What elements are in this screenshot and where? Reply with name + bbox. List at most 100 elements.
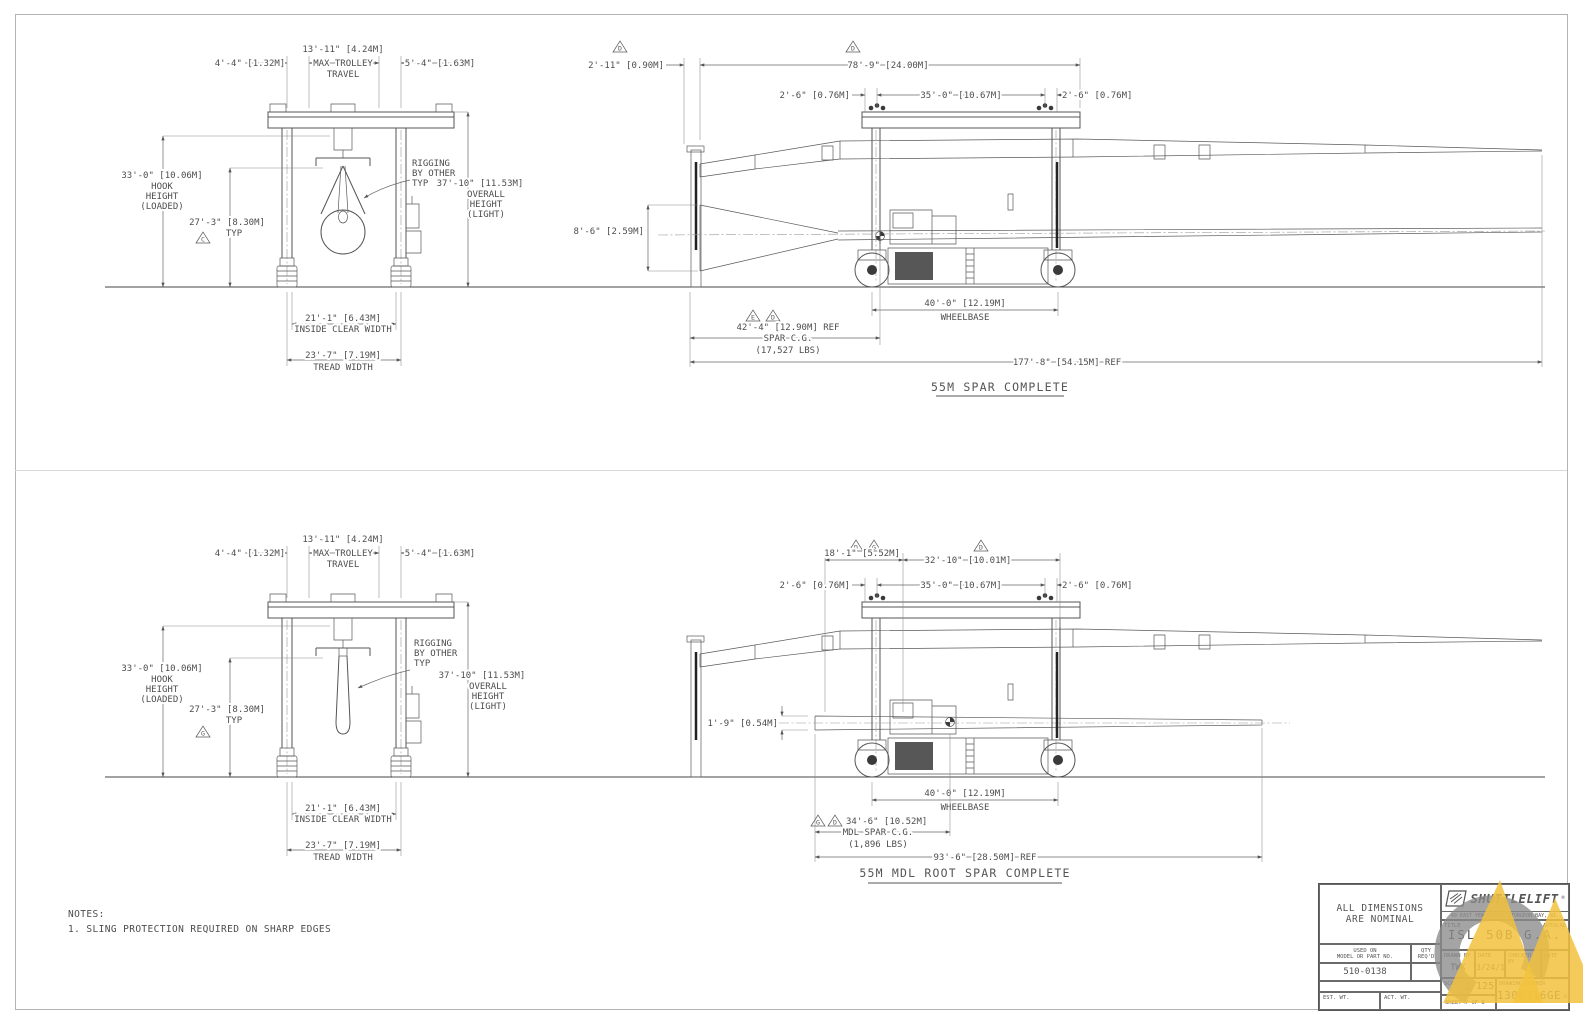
dim-label: SPAR C.G.	[764, 334, 813, 344]
dim-label: 23'-7" [7.19M]	[305, 351, 381, 361]
rigging-leader	[357, 669, 411, 689]
sling-connector	[338, 647, 348, 657]
nominal-line2: ARE NOMINAL	[1345, 914, 1415, 925]
note-label: RIGGING	[414, 639, 452, 649]
scale-cell: SCALE 1/125	[1441, 978, 1496, 995]
date-value: 3/24/11	[1476, 963, 1505, 972]
ext	[648, 204, 698, 272]
rigging-leader	[363, 179, 411, 199]
revision-triangle-icon: 2	[1563, 993, 1568, 998]
spar-upper-band	[699, 628, 1543, 668]
dim-label: 34'-6" [10.52M]	[846, 817, 927, 827]
dim-label: TYP	[226, 716, 243, 726]
dim-label: 13'-11" [4.24M]	[302, 45, 383, 55]
flag-note-letter: D	[851, 45, 855, 53]
dim-label: 27'-3" [8.30M]	[189, 218, 265, 228]
est-wt-cell: EST. WT.	[1319, 992, 1380, 1010]
dim-label: 37'-10" [11.53M]	[439, 671, 526, 681]
flag-note-letter: C	[201, 236, 205, 244]
dim-label: 4'-4" [1.32M]	[215, 549, 285, 559]
dim-label: 23'-7" [7.19M]	[305, 841, 381, 851]
dim-label: OVERALL	[469, 682, 507, 692]
ext	[782, 715, 808, 731]
dim-label: 5'-4" [1.63M]	[405, 549, 475, 559]
drawing-number-label: DRAWING NUMBER	[1499, 981, 1546, 987]
drawing-number-cell: DRAWING NUMBER 1300316GE 2	[1496, 978, 1569, 1010]
dim-label: TYP	[226, 229, 243, 239]
nominal-note: ALL DIMENSIONS ARE NOMINAL	[1319, 884, 1441, 944]
qty-header: QTY REQ'D	[1411, 944, 1441, 963]
ext	[689, 244, 881, 367]
dim-label: 40'-0" [12.19M]	[924, 789, 1005, 799]
dim-label: HEIGHT	[146, 192, 179, 202]
note-label: BY OTHER	[414, 649, 458, 659]
dim-label: 78'-9" [24.00M]	[847, 61, 928, 71]
flag-note-triangle-icon	[810, 814, 826, 827]
ext	[871, 782, 1059, 806]
sheet-cell: SHEET 7 OF 8	[1441, 995, 1496, 1010]
dim-label: MDL SPAR C.G.	[843, 828, 913, 838]
spar-clamps	[821, 634, 1211, 651]
flag-note-triangle-icon	[195, 231, 211, 244]
ext	[864, 578, 1058, 602]
flag-note-letter: E	[751, 314, 755, 322]
flag-note-triangle-icon	[195, 725, 211, 738]
flag-note-letter: D	[833, 819, 837, 827]
flag-note-triangle-icon	[848, 539, 864, 552]
flag-note-triangle-icon	[827, 814, 843, 827]
ext	[871, 292, 1059, 316]
dim-label: (LIGHT)	[469, 702, 507, 712]
dim-label: 32'-10" [10.01M]	[925, 556, 1012, 566]
spar-upper-band	[699, 138, 1543, 178]
act-wt-cell: ACT. WT.	[1380, 992, 1441, 1010]
dim-label: TRAVEL	[327, 560, 360, 570]
dim-label: TREAD WIDTH	[313, 363, 373, 373]
brand-name: SHUTTLELIFT	[1470, 890, 1559, 906]
sling-cone	[320, 165, 366, 215]
flag-note-letter: G	[872, 544, 876, 552]
view-front-top: 13'-11" [4.24M] MAX TROLLEY TRAVEL 4'-4"…	[119, 45, 525, 375]
drawn-by-value: TWK	[1450, 963, 1466, 973]
date-cell: DATE 3/24/11	[1475, 950, 1505, 978]
ext	[814, 734, 951, 862]
dim-label: 40'-0" [12.19M]	[924, 299, 1005, 309]
view-side-bottom: D G D 18'-1" [5.52M] 32'-10" [10.01M] 2'…	[686, 539, 1543, 884]
dim-label: (17,527 LBS)	[755, 346, 820, 356]
used-on-label2: MODEL OR PART NO.	[1336, 954, 1394, 960]
dim-label: 27'-3" [8.30M]	[189, 705, 265, 715]
dim-label: HEIGHT	[472, 692, 505, 702]
ext	[824, 553, 1061, 712]
qty-label2: REQ'D	[1417, 954, 1435, 960]
title-cell: TITLE AUTOCAD ISL 50B G.A.	[1441, 920, 1569, 950]
flag-note-letter: D	[771, 314, 775, 322]
dim-label: 177'-8" [54.15M] REF	[1013, 358, 1121, 368]
qty-value	[1411, 963, 1441, 981]
notes-heading: NOTES:	[68, 909, 105, 920]
dim-label: 33'-0" [10.06M]	[121, 664, 202, 674]
ext	[864, 88, 1058, 112]
spar-tube	[837, 227, 1543, 241]
dim-label: INSIDE CLEAR WIDTH	[294, 325, 392, 335]
checked-by-cell: CHECKED BY	[1505, 950, 1541, 978]
note-label: RIGGING	[412, 159, 450, 169]
support-stand	[690, 639, 702, 778]
scale-value: 1/125	[1464, 981, 1495, 992]
note-label: TYP	[414, 659, 431, 669]
flag-note-triangle-icon	[745, 309, 761, 322]
dim-label: HEIGHT	[146, 685, 179, 695]
spar-root-circle	[320, 209, 366, 255]
stand-cap	[686, 635, 705, 643]
title-label: TITLE	[1444, 923, 1461, 929]
pendant-eye	[338, 210, 348, 224]
support-stand	[690, 149, 702, 288]
dim-label: 37'-10" [11.53M]	[437, 179, 524, 189]
general-notes: NOTES: 1. SLING PROTECTION REQUIRED ON S…	[68, 909, 331, 935]
dim-label: WHEELBASE	[941, 803, 990, 813]
dim-label: (LOADED)	[140, 695, 183, 705]
used-on-header: USED ON MODEL OR PART NO.	[1319, 944, 1411, 963]
dim-label: 2'-6" [0.76M]	[1062, 581, 1132, 591]
date2-cell: DATE	[1541, 950, 1569, 978]
dim-label: 93'-6" [28.50M] REF	[934, 853, 1037, 863]
dim-label: 2'-6" [0.76M]	[780, 91, 850, 101]
